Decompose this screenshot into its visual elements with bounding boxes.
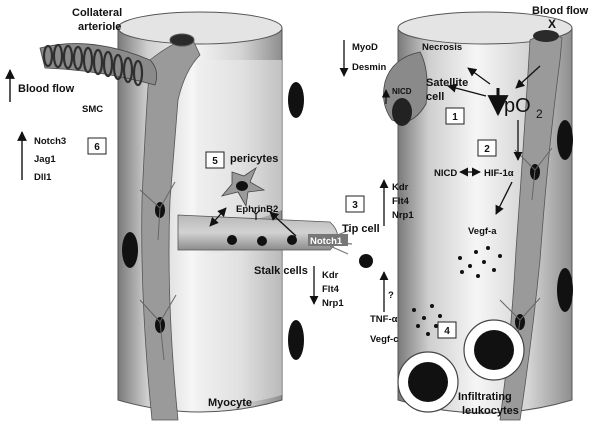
- vegfa-label: Vegf-a: [468, 226, 497, 237]
- tip-nrp1-label: Nrp1: [392, 210, 414, 221]
- notch3-label: Notch3: [34, 136, 66, 147]
- satellite-cell: [383, 51, 428, 126]
- tip-flt4-label: Flt4: [392, 196, 410, 207]
- tnfa-label: TNF-α: [370, 314, 398, 325]
- necrosis-arrow: [467, 67, 491, 85]
- step-box-2: 2: [477, 139, 497, 157]
- step-box-3: 3: [345, 195, 365, 213]
- tip-cell-label: Tip cell: [342, 223, 380, 235]
- hif-to-vegfa-arrow: [495, 181, 513, 215]
- satellite-arrow: [447, 83, 487, 97]
- satellite-label-2: cell: [426, 91, 444, 103]
- stalk-kdr-label: Kdr: [322, 270, 339, 281]
- notch1-tag: Notch1: [308, 234, 348, 247]
- question-mark: ?: [388, 290, 394, 301]
- hif-label: HIF-1α: [484, 168, 514, 179]
- svg-text:Notch1: Notch1: [310, 236, 343, 247]
- collateral-arteriole: [39, 43, 158, 87]
- svg-text:1: 1: [452, 112, 458, 123]
- left-vessel: [139, 33, 201, 421]
- smc-label: SMC: [82, 104, 103, 115]
- collateral-label-1: Collateral: [72, 7, 122, 19]
- svg-text:5: 5: [212, 156, 218, 167]
- ephrinb2-label: EphrinB2: [236, 204, 278, 215]
- tip-cell-dot: [359, 254, 373, 268]
- step-box-6: 6: [87, 137, 107, 155]
- nicd-label: NICD: [434, 168, 457, 179]
- blocked-x-mark: X: [548, 17, 556, 31]
- blood-flow-left-label: Blood flow: [18, 83, 75, 95]
- pericyte-cell: [220, 166, 266, 208]
- svg-text:2: 2: [536, 107, 543, 121]
- tnf-vegfc-dots: [412, 304, 442, 336]
- svg-text:4: 4: [444, 326, 450, 337]
- necrosis-label: Necrosis: [422, 42, 462, 53]
- bloodflow-to-po2-arrow: [515, 65, 541, 89]
- ephrin-receptor: [251, 209, 261, 220]
- desmin-label: Desmin: [352, 62, 387, 73]
- dll1-label: Dll1: [34, 172, 52, 183]
- svg-text:6: 6: [94, 142, 100, 153]
- myod-label: MyoD: [352, 42, 378, 53]
- infiltrating-label-2: leukocytes: [462, 405, 519, 417]
- svg-text:3: 3: [352, 200, 358, 211]
- tip-kdr-label: Kdr: [392, 182, 409, 193]
- stalk-nrp1-label: Nrp1: [322, 298, 344, 309]
- infiltrating-label-1: Infiltrating: [458, 391, 512, 403]
- step-box-4: 4: [437, 321, 457, 339]
- stalk-cells-label: Stalk cells: [254, 265, 308, 277]
- collateral-label-2: arteriole: [78, 21, 121, 33]
- jag1-label: Jag1: [34, 154, 56, 165]
- svg-text:pO: pO: [504, 95, 531, 117]
- right-vessel: [499, 30, 563, 421]
- myocyte-label: Myocyte: [208, 397, 252, 409]
- step-box-5: 5: [205, 151, 225, 169]
- myocyte-nuclei: [122, 82, 573, 360]
- vegf-a-dots: [458, 246, 502, 278]
- stalk-flt4-label: Flt4: [322, 284, 340, 295]
- pericyte-ephrin-arrow: [209, 207, 227, 227]
- blood-flow-right-label: Blood flow: [532, 5, 589, 17]
- step-box-1: 1: [445, 107, 465, 125]
- po2-label: pO 2: [504, 95, 543, 121]
- pericytes-label: pericytes: [230, 153, 278, 165]
- leukocytes: [397, 319, 525, 413]
- satellite-label-1: Satellite: [426, 77, 468, 89]
- vegfc-label: Vegf-c: [370, 334, 399, 345]
- ephrin-to-notch1-arrow: [269, 211, 297, 237]
- nicd-satellite-label: NICD: [392, 87, 412, 96]
- svg-text:2: 2: [484, 144, 490, 155]
